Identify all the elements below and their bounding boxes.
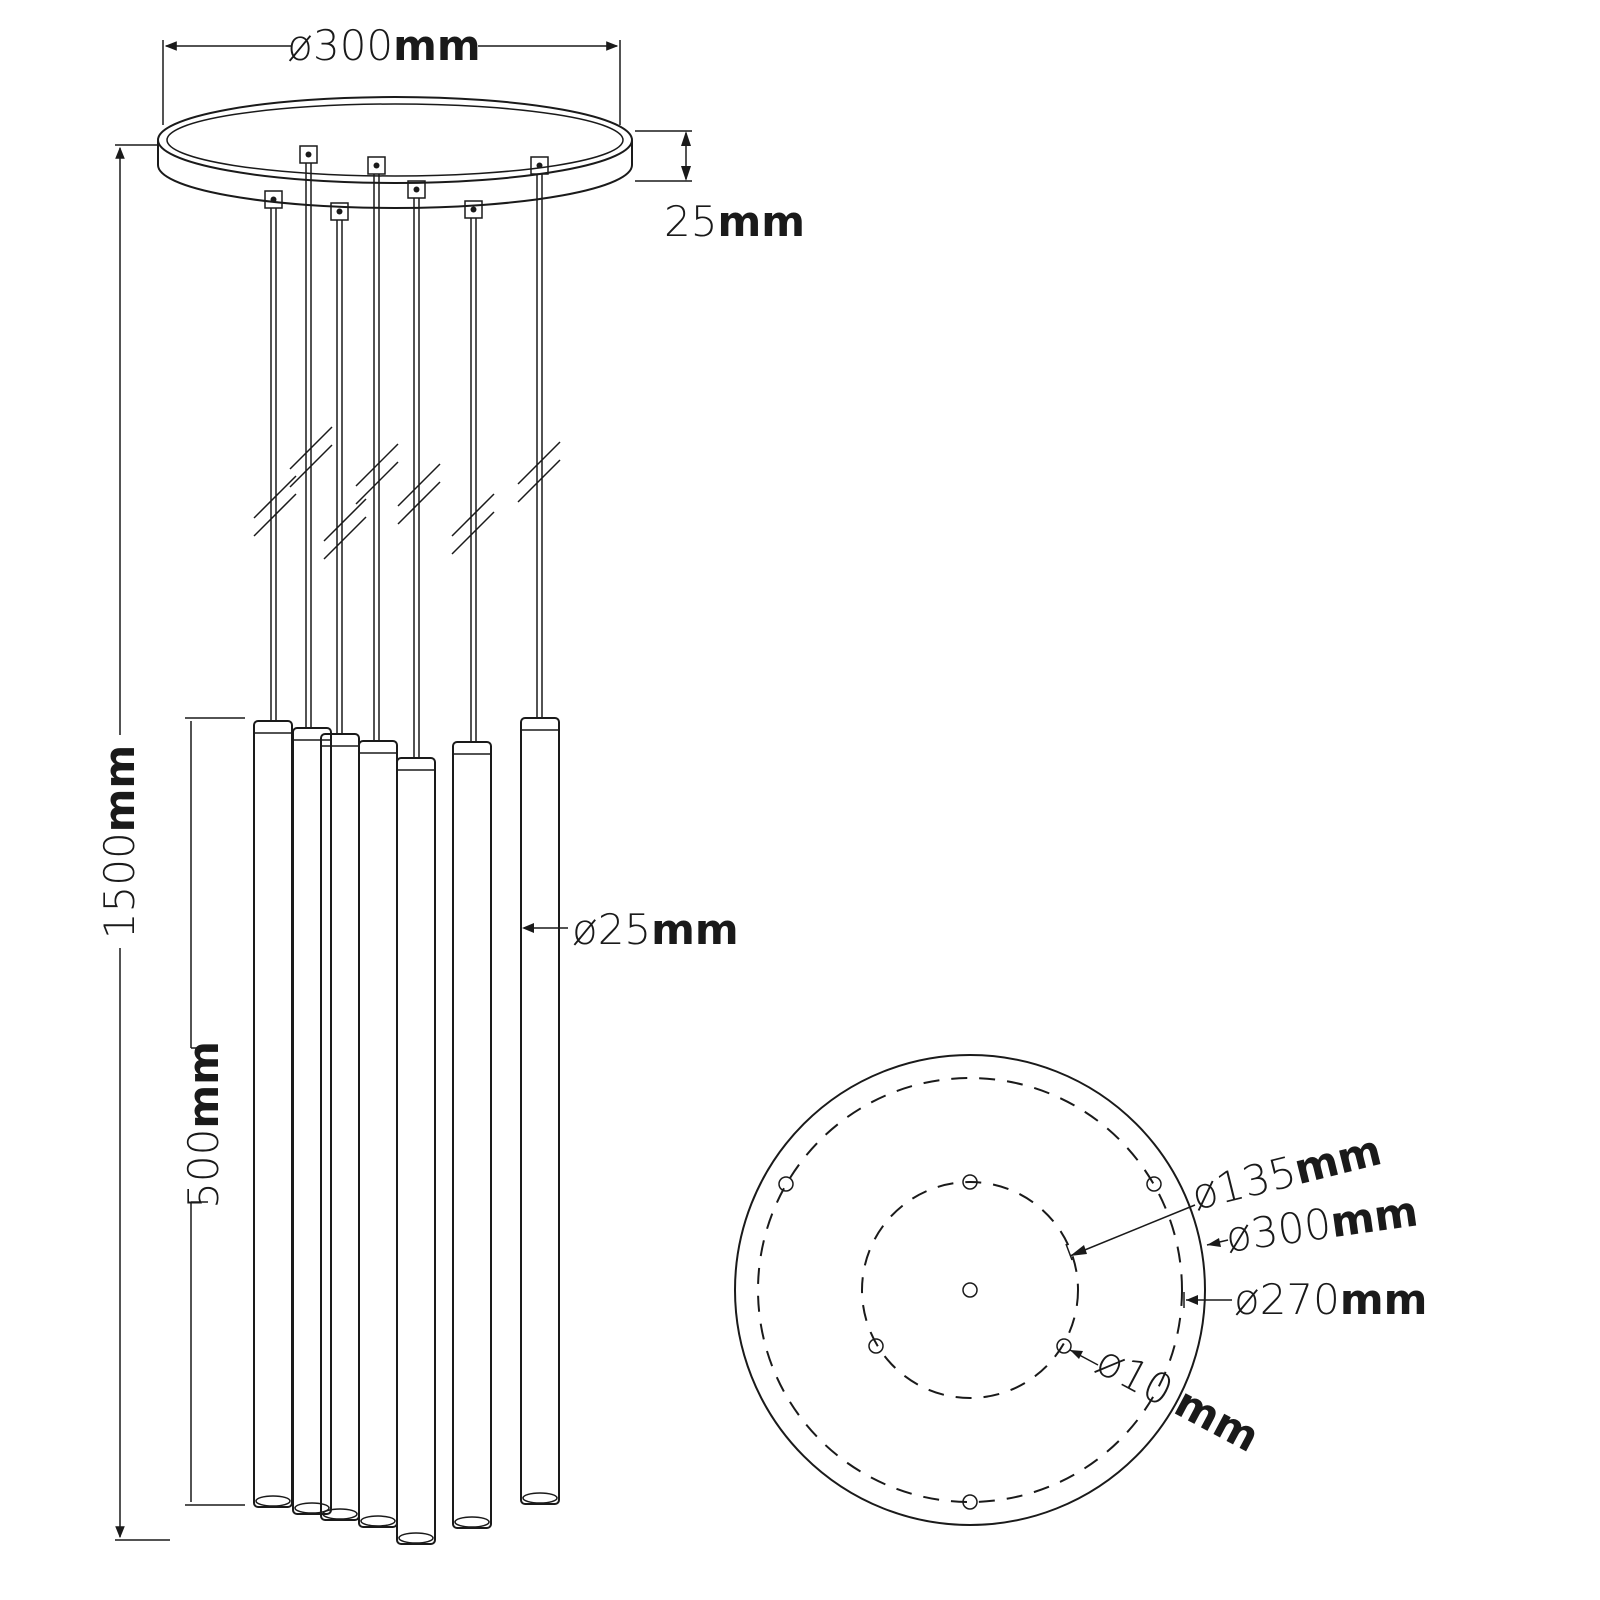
tube-length-dimension: 500mm <box>179 717 245 1506</box>
tube-diameter-unit: mm <box>651 905 739 954</box>
tube-diameter-value: ø25 <box>572 905 651 954</box>
svg-text:1500mm: 1500mm <box>95 745 144 939</box>
canopy-diameter-value: ø300 <box>287 21 393 70</box>
svg-text:25mm: 25mm <box>664 197 805 246</box>
pendant-7 <box>517 156 561 1505</box>
pendant-5 <box>396 180 441 1545</box>
svg-text:ø300mm: ø300mm <box>287 21 480 70</box>
canopy-diameter-dimension: ø300mm <box>162 21 621 125</box>
canopy-height-dimension: 25mm <box>635 130 805 246</box>
side-view: ø300mm 25mm 1500mm <box>95 21 805 1545</box>
outer-diameter-unit: mm <box>1327 1186 1420 1247</box>
canopy-height-value: 25 <box>664 197 717 246</box>
svg-text:500mm: 500mm <box>179 1041 228 1209</box>
tube-length-unit: mm <box>179 1041 228 1129</box>
pendant-2 <box>289 145 333 1515</box>
tube-length-value: 500 <box>179 1129 228 1209</box>
mounting-circle-270 <box>757 1077 1183 1503</box>
hole-diameter-value: ø10 <box>1088 1336 1181 1416</box>
mounting-circle-135 <box>861 1181 1079 1399</box>
pendant-3 <box>320 202 367 1521</box>
hole <box>868 1338 884 1354</box>
canopy-outline <box>734 1054 1206 1526</box>
hole <box>1146 1176 1162 1192</box>
canopy <box>157 96 633 209</box>
overall-height-unit: mm <box>95 745 144 833</box>
mounting-holes <box>778 1174 1162 1510</box>
tube-diameter-dimension: ø25mm <box>522 905 739 954</box>
hole <box>1056 1338 1072 1354</box>
hole <box>962 1174 978 1190</box>
svg-text:ø10mm: ø10mm <box>1088 1336 1267 1462</box>
overall-height-value: 1500 <box>95 832 144 939</box>
overall-height-dimension: 1500mm <box>95 144 170 1541</box>
svg-text:ø270mm: ø270mm <box>1234 1275 1427 1324</box>
mid-circle-value: ø270 <box>1234 1275 1340 1324</box>
hole <box>962 1494 978 1510</box>
canopy-height-unit: mm <box>717 197 805 246</box>
inner-circle-unit: mm <box>1289 1125 1386 1194</box>
pendant-1 <box>253 190 297 1508</box>
mid-circle-unit: mm <box>1340 1275 1428 1324</box>
hole <box>778 1176 794 1192</box>
pendant-6 <box>451 200 495 1529</box>
hole-diameter-dimension: ø10mm <box>1069 1336 1267 1462</box>
pendant-4 <box>355 156 399 1528</box>
mid-circle-dimension: ø270mm <box>1183 1275 1427 1324</box>
bottom-view: ø135mm ø300mm ø270mm ø10mm <box>734 1054 1427 1526</box>
canopy-diameter-unit: mm <box>393 21 481 70</box>
hole <box>962 1282 978 1298</box>
svg-text:ø25mm: ø25mm <box>572 905 739 954</box>
